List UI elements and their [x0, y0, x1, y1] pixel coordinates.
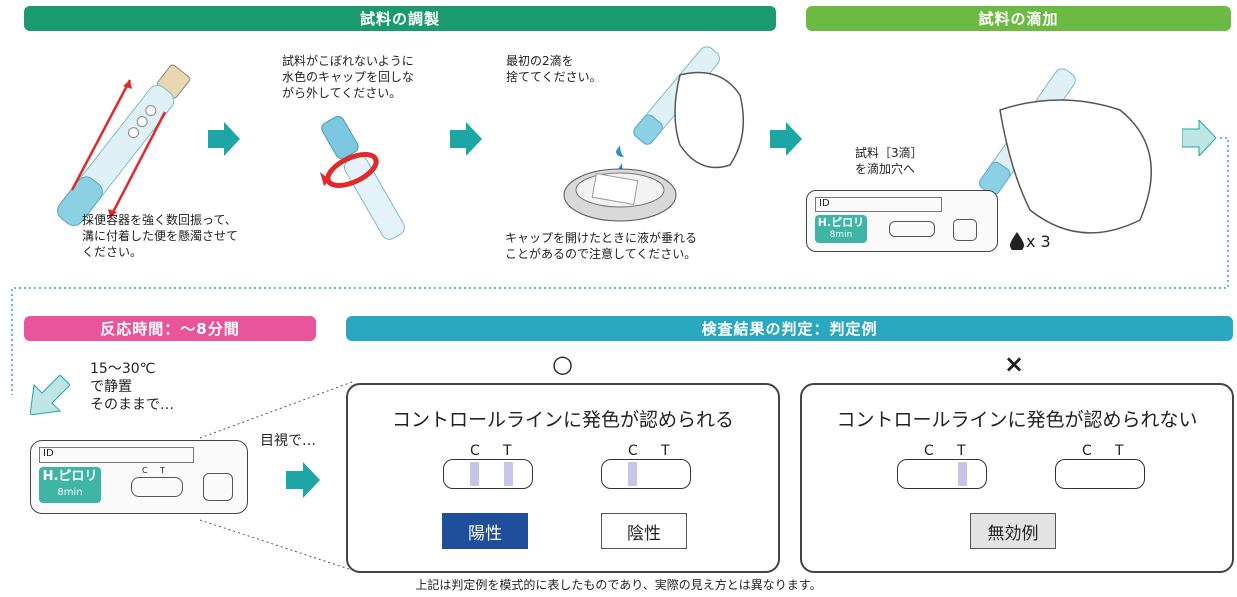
caution-instruction: キャップを開けたときに液が垂れる ことがあるので注意してください。	[505, 231, 698, 261]
positive-label: 陽性	[442, 513, 528, 549]
negative-test-strip	[601, 459, 691, 489]
control-line	[628, 462, 637, 486]
id-label: ID	[819, 198, 830, 209]
invalid-symbol: ×	[1004, 350, 1025, 378]
banner-sample-preparation: 試料の調製	[24, 6, 776, 31]
brand-name: H.ピロリ	[42, 469, 98, 484]
arrow-right-icon	[208, 122, 240, 156]
valid-panel-title: コントロールラインに発色が認められる	[391, 409, 734, 431]
negative-label: 陰性	[601, 513, 687, 549]
discard-instruction: 最初の2滴を 捨ててください。	[506, 54, 602, 84]
arrow-right-icon	[286, 462, 320, 498]
brand-minutes: 8min	[57, 487, 83, 498]
strip-t-label: T	[503, 443, 512, 459]
positive-test-strip	[443, 459, 533, 489]
cap-removal-illustration	[320, 115, 405, 240]
arrow-right-icon	[450, 122, 482, 156]
shake-tube-illustration	[57, 64, 191, 227]
brand-name: H.ピロリ	[817, 216, 865, 229]
footnote: 上記は判定例を模式的に表したものであり、実際の見え方とは異なります。	[415, 578, 822, 592]
banner-label: 試料の滴加	[978, 10, 1059, 28]
banner-sample-addition: 試料の滴加	[806, 6, 1231, 31]
result-window: C T	[131, 466, 183, 497]
banner-reaction-time: 反応時間：～8分間	[24, 316, 316, 341]
drop-instruction: 試料［3滴］ を滴加穴へ	[855, 146, 923, 176]
strip-c-label: C	[1082, 443, 1092, 459]
strip-c-label: C	[628, 443, 638, 459]
arrow-right-icon	[770, 122, 802, 156]
banner-label: 反応時間：～8分間	[100, 320, 240, 338]
test-line	[504, 462, 513, 486]
banner-result-judgment: 検査結果の判定：判定例	[346, 316, 1233, 341]
strip-c-label: C	[470, 443, 480, 459]
arrow-down-left-icon	[30, 375, 70, 415]
test-line	[958, 462, 967, 486]
invalid-label: 無効例	[970, 513, 1056, 549]
sample-well	[203, 473, 233, 501]
arrow-right-icon	[1182, 120, 1216, 156]
test-device-bottom: ID H.ピロリ 8min C T	[30, 440, 248, 514]
control-line	[470, 462, 479, 486]
drops-count: x 3	[1026, 232, 1051, 251]
id-field: ID	[815, 197, 942, 212]
invalid-result-panel: コントロールラインに発色が認められない C T C T 無効例	[800, 383, 1234, 573]
strip-t-label: T	[661, 443, 670, 459]
valid-result-panel: コントロールラインに発色が認められる C T C T 陽性 陰性	[346, 383, 780, 573]
invalid-test-strip	[897, 459, 987, 489]
strip-t-label: T	[1115, 443, 1124, 459]
strip-c-label: C	[924, 443, 934, 459]
blank-test-strip	[1055, 459, 1145, 489]
drop-sample-hand-illustration	[946, 68, 1152, 234]
valid-symbol: ○	[552, 350, 573, 378]
wait-instruction: 15～30℃ で静置 そのままで…	[90, 361, 174, 413]
shake-instruction: 採便容器を強く数回振って、 溝に付着した便を懸濁させて ください。	[82, 213, 239, 259]
brand-badge: H.ピロリ 8min	[39, 467, 101, 503]
id-label: ID	[43, 448, 54, 459]
id-field: ID	[39, 447, 194, 463]
discard-drops-illustration	[563, 46, 745, 222]
banner-label: 試料の調製	[359, 10, 440, 28]
drop-icon	[1010, 232, 1024, 250]
sample-well	[953, 219, 977, 241]
brand-minutes: 8min	[829, 230, 853, 240]
invalid-panel-title: コントロールラインに発色が認められない	[836, 409, 1198, 431]
test-device-top: ID H.ピロリ 8min	[806, 190, 998, 252]
banner-label: 検査結果の判定：判定例	[701, 320, 878, 338]
visual-instruction: 目視で…	[260, 433, 316, 449]
window-t-label: T	[160, 466, 165, 475]
brand-badge: H.ピロリ 8min	[815, 215, 867, 243]
strip-t-label: T	[957, 443, 966, 459]
window-c-label: C	[142, 466, 148, 475]
result-window	[889, 221, 935, 237]
cap-instruction: 試料がこぼれないように 水色のキャップを回しな がら外してください。	[282, 54, 415, 100]
